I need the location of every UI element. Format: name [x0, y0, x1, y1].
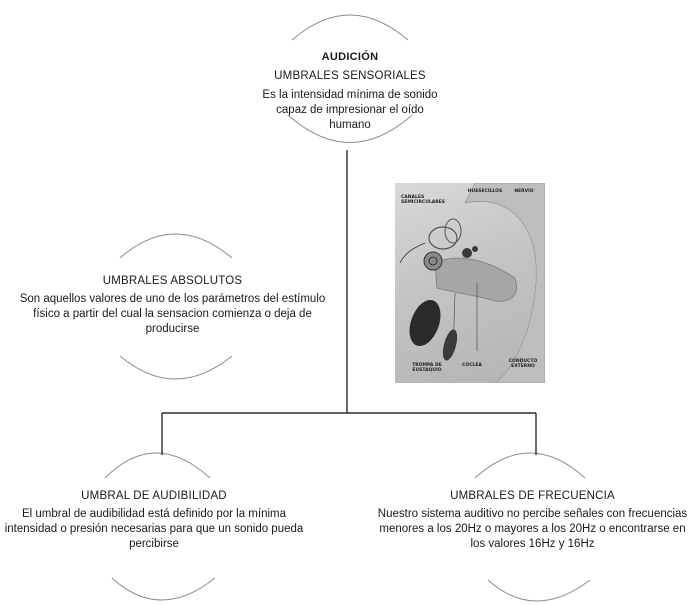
branch-node-audibilidad: UMBRAL DE AUDIBILIDAD El umbral de audib… [4, 489, 304, 552]
root-top-arc [291, 14, 409, 41]
ear-label: TROMPA DE EUSTAQUIO [412, 363, 442, 373]
root-description: Es la intensidad mínima de sonido capaz … [262, 89, 438, 131]
ossicles-shape [472, 246, 478, 252]
branch-description: Nuestro sistema auditivo no percibe seña… [377, 508, 688, 550]
eustachian-tube-shape [409, 299, 441, 347]
pinna-shape [464, 183, 545, 383]
root-bottom-arc [287, 114, 413, 143]
root-node: AUDICIÓN UMBRALES SENSORIALES Es la inte… [260, 50, 440, 133]
branch-node-frecuencia: UMBRALES DE FRECUENCIA Nuestro sistema a… [375, 489, 690, 552]
root-heading: UMBRALES SENSORIALES [274, 70, 426, 82]
root-title: AUDICIÓN [321, 51, 379, 63]
cochlea-shape [423, 251, 443, 271]
branch-description: El umbral de audibilidad está definido p… [4, 508, 304, 550]
branch-heading: UMBRAL DE AUDIBILIDAD [81, 490, 227, 502]
frecuencia-bottom-arc [487, 579, 591, 602]
semicircular-canal-shape [428, 226, 458, 250]
nerve-shape [452, 292, 456, 354]
branch-description: Son aquellos valores de uno de los parám… [19, 293, 326, 335]
audibilidad-bottom-arc [111, 577, 216, 601]
ear-label: CÓCLEA [462, 363, 482, 368]
eustachian-tube-shape [442, 329, 458, 361]
absolutos-top-arc [119, 233, 233, 259]
semicircular-canal-shape [444, 218, 462, 244]
branch-heading: UMBRALES ABSOLUTOS [102, 275, 243, 287]
branch-node-absolutos: UMBRALES ABSOLUTOS Son aquellos valores … [10, 274, 335, 337]
nerve-shape [399, 242, 426, 264]
ear-label: CONDUCTO EXTERNO [508, 359, 538, 369]
frecuencia-top-arc [474, 452, 586, 479]
ear-anatomy-image: CANALES SEMICIRCULARES HUESECILLOS NERVI… [395, 183, 545, 383]
audibilidad-top-arc [104, 452, 211, 479]
ear-canal-shape [434, 257, 517, 302]
ossicles-shape [462, 248, 472, 258]
branch-heading: UMBRALES DE FRECUENCIA [450, 490, 615, 502]
ear-label: HUESECILLOS [467, 189, 503, 194]
ear-label: CANALES SEMICIRCULARES [401, 195, 445, 205]
absolutos-bottom-arc [119, 355, 233, 380]
cochlea-shape [428, 256, 438, 266]
ear-drawing [399, 183, 545, 383]
ear-label: NERVIO [514, 189, 534, 194]
